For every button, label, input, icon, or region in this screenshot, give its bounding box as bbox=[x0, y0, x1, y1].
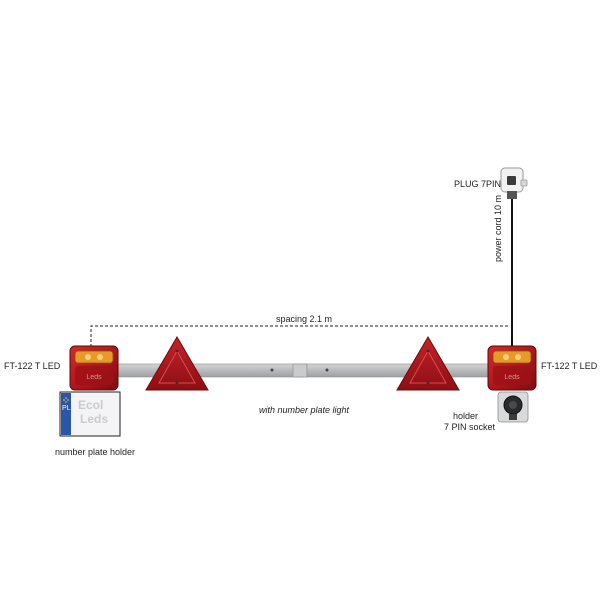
right-warning-triangle-icon bbox=[396, 336, 460, 391]
plug-label: PLUG 7PIN bbox=[454, 179, 502, 189]
right-lamp-icon: Leds bbox=[487, 345, 537, 391]
plate-brand-line1: Ecol bbox=[78, 398, 104, 412]
plate-brand-line2: Leds bbox=[80, 412, 109, 426]
spacing-dashed-line bbox=[90, 325, 510, 347]
holder-label: holder bbox=[453, 411, 479, 421]
svg-text:Leds: Leds bbox=[86, 374, 102, 381]
number-plate-icon bbox=[59, 391, 121, 437]
number-plate-holder-label: number plate holder bbox=[55, 447, 136, 457]
plate-light-label: with number plate light bbox=[259, 405, 350, 415]
right-lamp-label: FT-122 T LED bbox=[541, 361, 598, 371]
left-warning-triangle-icon bbox=[145, 336, 209, 391]
power-cord-label: power cord 10 m bbox=[493, 194, 503, 262]
svg-text:Leds: Leds bbox=[504, 374, 520, 381]
socket-label: 7 PIN socket bbox=[444, 422, 496, 432]
plate-country-code: PL bbox=[62, 405, 71, 412]
spacing-label: spacing 2.1 m bbox=[276, 314, 333, 324]
left-lamp-icon: Leds bbox=[69, 345, 119, 391]
socket-holder-icon bbox=[497, 391, 529, 423]
plug-7pin-icon bbox=[500, 167, 528, 199]
left-lamp-label: FT-122 T LED bbox=[4, 361, 61, 371]
